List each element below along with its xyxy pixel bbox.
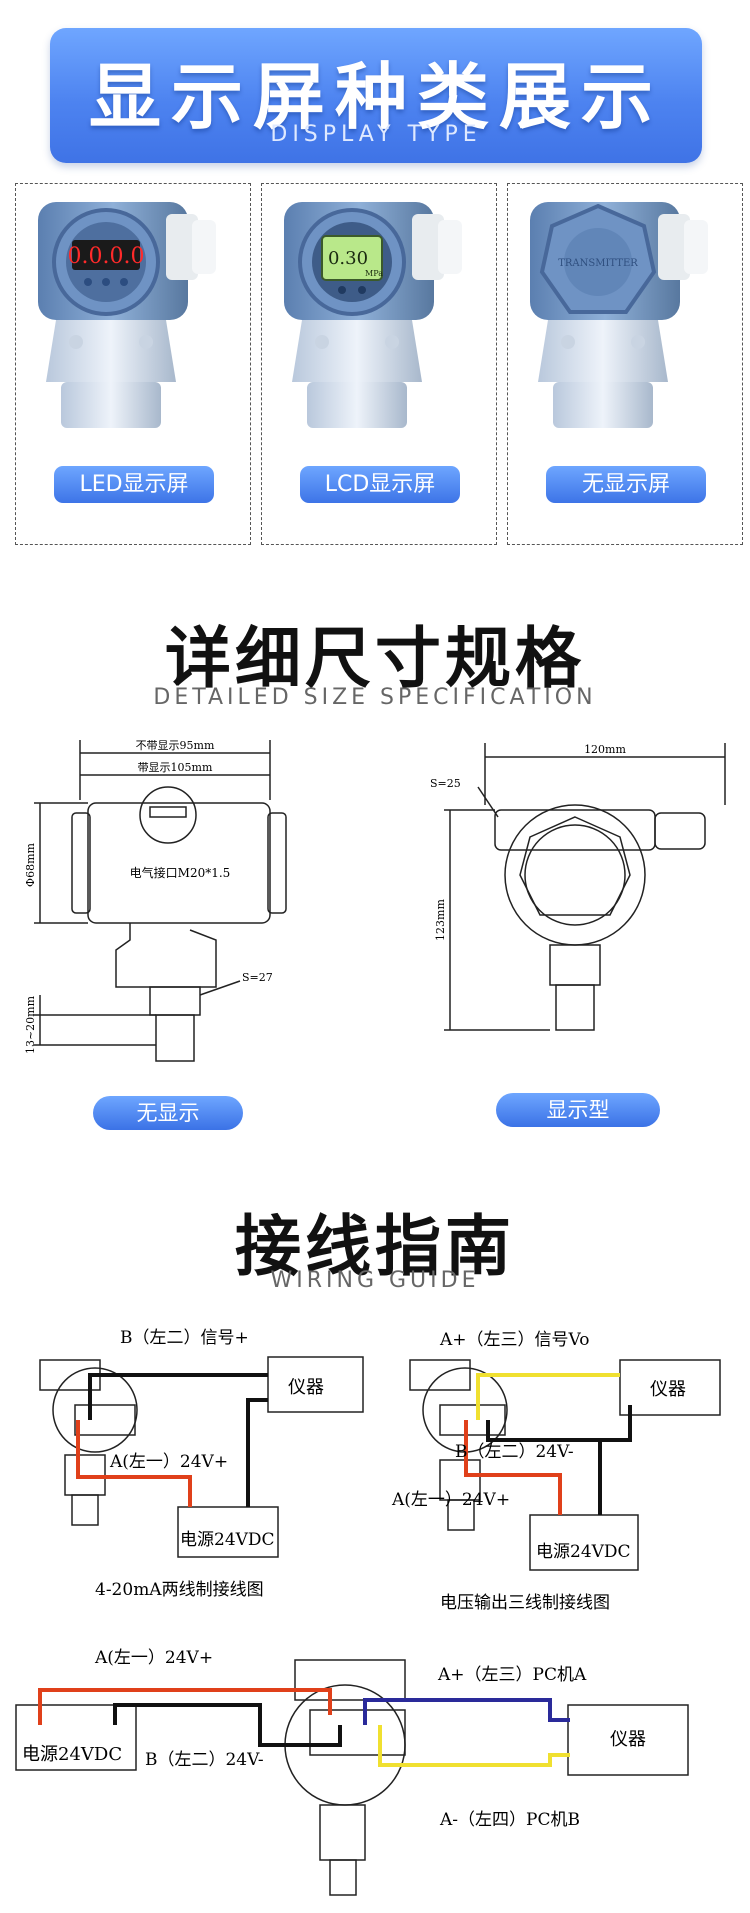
led-transmitter-image: 0.0.0.0 (38, 202, 216, 428)
diagram2-power: A(左一）24V+ (391, 1490, 510, 1510)
panel-no-display: TRANSMITTER 无显示屏 (507, 183, 743, 545)
lcd-readout: 0.30 (328, 248, 368, 269)
section-subtitle-display: DISPLAY TYPE (270, 122, 482, 147)
diagram3-pc-b: A-（左四）PC机B (439, 1810, 580, 1830)
diagram3-neg: B（左二）24V- (145, 1750, 264, 1770)
dimension-drawings: 不带显示95mm 带显示105mm Φ68mm 电气接口M20*1.5 S=27… (24, 739, 726, 1062)
section-subtitle-size: DETAILED SIZE SPECIFICATION (153, 685, 597, 710)
left-wrench-size: S=27 (242, 971, 273, 984)
diagram2-signal: A+（左三）信号Vo (439, 1330, 589, 1350)
display-type-banner: 显示屏种类展示 DISPLAY TYPE (50, 28, 702, 163)
dim-display-width: 带显示105mm (138, 761, 213, 774)
section-subtitle-wiring: WIRING GUIDE (270, 1268, 480, 1293)
diagram2-supply: 电源24VDC (536, 1542, 631, 1562)
panel-lcd: 0.30 MPa LCD显示屏 (261, 183, 497, 545)
no-display-size-label: 无显示 (93, 1096, 243, 1130)
diagram3-supply: 电源24VDC (22, 1744, 122, 1765)
dim-width-right: 120mm (584, 743, 626, 756)
dim-no-display-width: 不带显示95mm (136, 739, 215, 752)
no-display-transmitter-image: TRANSMITTER (530, 202, 708, 428)
diagram1-caption: 4-20mA两线制接线图 (95, 1580, 264, 1600)
section-title-wiring: 接线指南 (235, 1208, 515, 1285)
led-display-label: LED显示屏 (54, 466, 214, 503)
diagram1-power: A(左一）24V+ (109, 1452, 228, 1472)
diagram3-pc-a: A+（左三）PC机A (437, 1665, 587, 1685)
diagram2-caption: 电压输出三线制接线图 (440, 1593, 610, 1613)
right-wrench-size: S=25 (430, 777, 461, 790)
thread-length: 13~20mm (24, 995, 37, 1054)
display-size-label: 显示型 (496, 1093, 660, 1127)
diagram1-signal: B（左二）信号+ (120, 1328, 249, 1348)
dim-height-right: 123mm (434, 899, 447, 941)
lcd-unit: MPa (365, 269, 383, 278)
led-readout: 0.0.0.0 (68, 244, 145, 269)
cover-text: TRANSMITTER (558, 258, 638, 269)
diagram1-supply: 电源24VDC (180, 1530, 275, 1550)
wiring-diagrams: 仪器 电源24VDC B（左二）信号+ A(左一）24V+ 4-20mA两线制接… (15, 1328, 721, 1896)
section-title-display: 显示屏种类展示 (88, 55, 663, 139)
diagram2-instrument: 仪器 (650, 1379, 686, 1400)
diagram3-power: A(左一）24V+ (94, 1648, 213, 1668)
diagram3-instrument: 仪器 (610, 1729, 646, 1750)
diagram1-instrument: 仪器 (288, 1377, 324, 1398)
lcd-display-label: LCD显示屏 (300, 466, 460, 503)
panel-led: 0.0.0.0 LED显示屏 (15, 183, 251, 545)
section-title-size: 详细尺寸规格 (165, 620, 585, 697)
no-display-label: 无显示屏 (546, 466, 706, 503)
dim-diameter: Φ68mm (24, 842, 37, 886)
diagram2-neg: B（左二）24V- (455, 1442, 574, 1462)
lcd-transmitter-image: 0.30 MPa (284, 202, 462, 428)
electrical-port: 电气接口M20*1.5 (130, 865, 231, 880)
